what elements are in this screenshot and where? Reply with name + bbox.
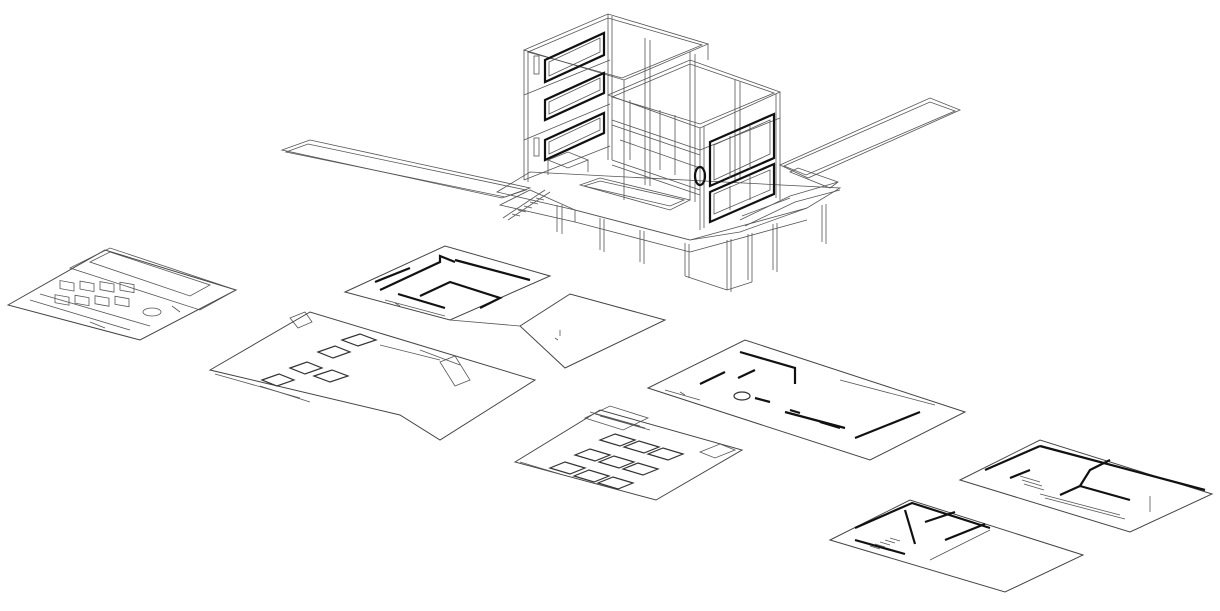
right-walkway: [779, 97, 962, 179]
floor-plan-7: [828, 499, 1085, 593]
floor-plan-5: [646, 339, 967, 461]
floor-plan-6: [958, 439, 1214, 533]
building-base: [495, 167, 842, 292]
floor-plan-2: [208, 311, 537, 441]
tall-block: [522, 13, 741, 202]
floor-plan-3: [343, 245, 667, 369]
floor-plan-1: [6, 247, 238, 341]
floor-plan-4: [513, 405, 744, 501]
right-block: [546, 59, 782, 230]
left-walkway: [280, 139, 532, 199]
axonometric-building: [280, 13, 962, 292]
